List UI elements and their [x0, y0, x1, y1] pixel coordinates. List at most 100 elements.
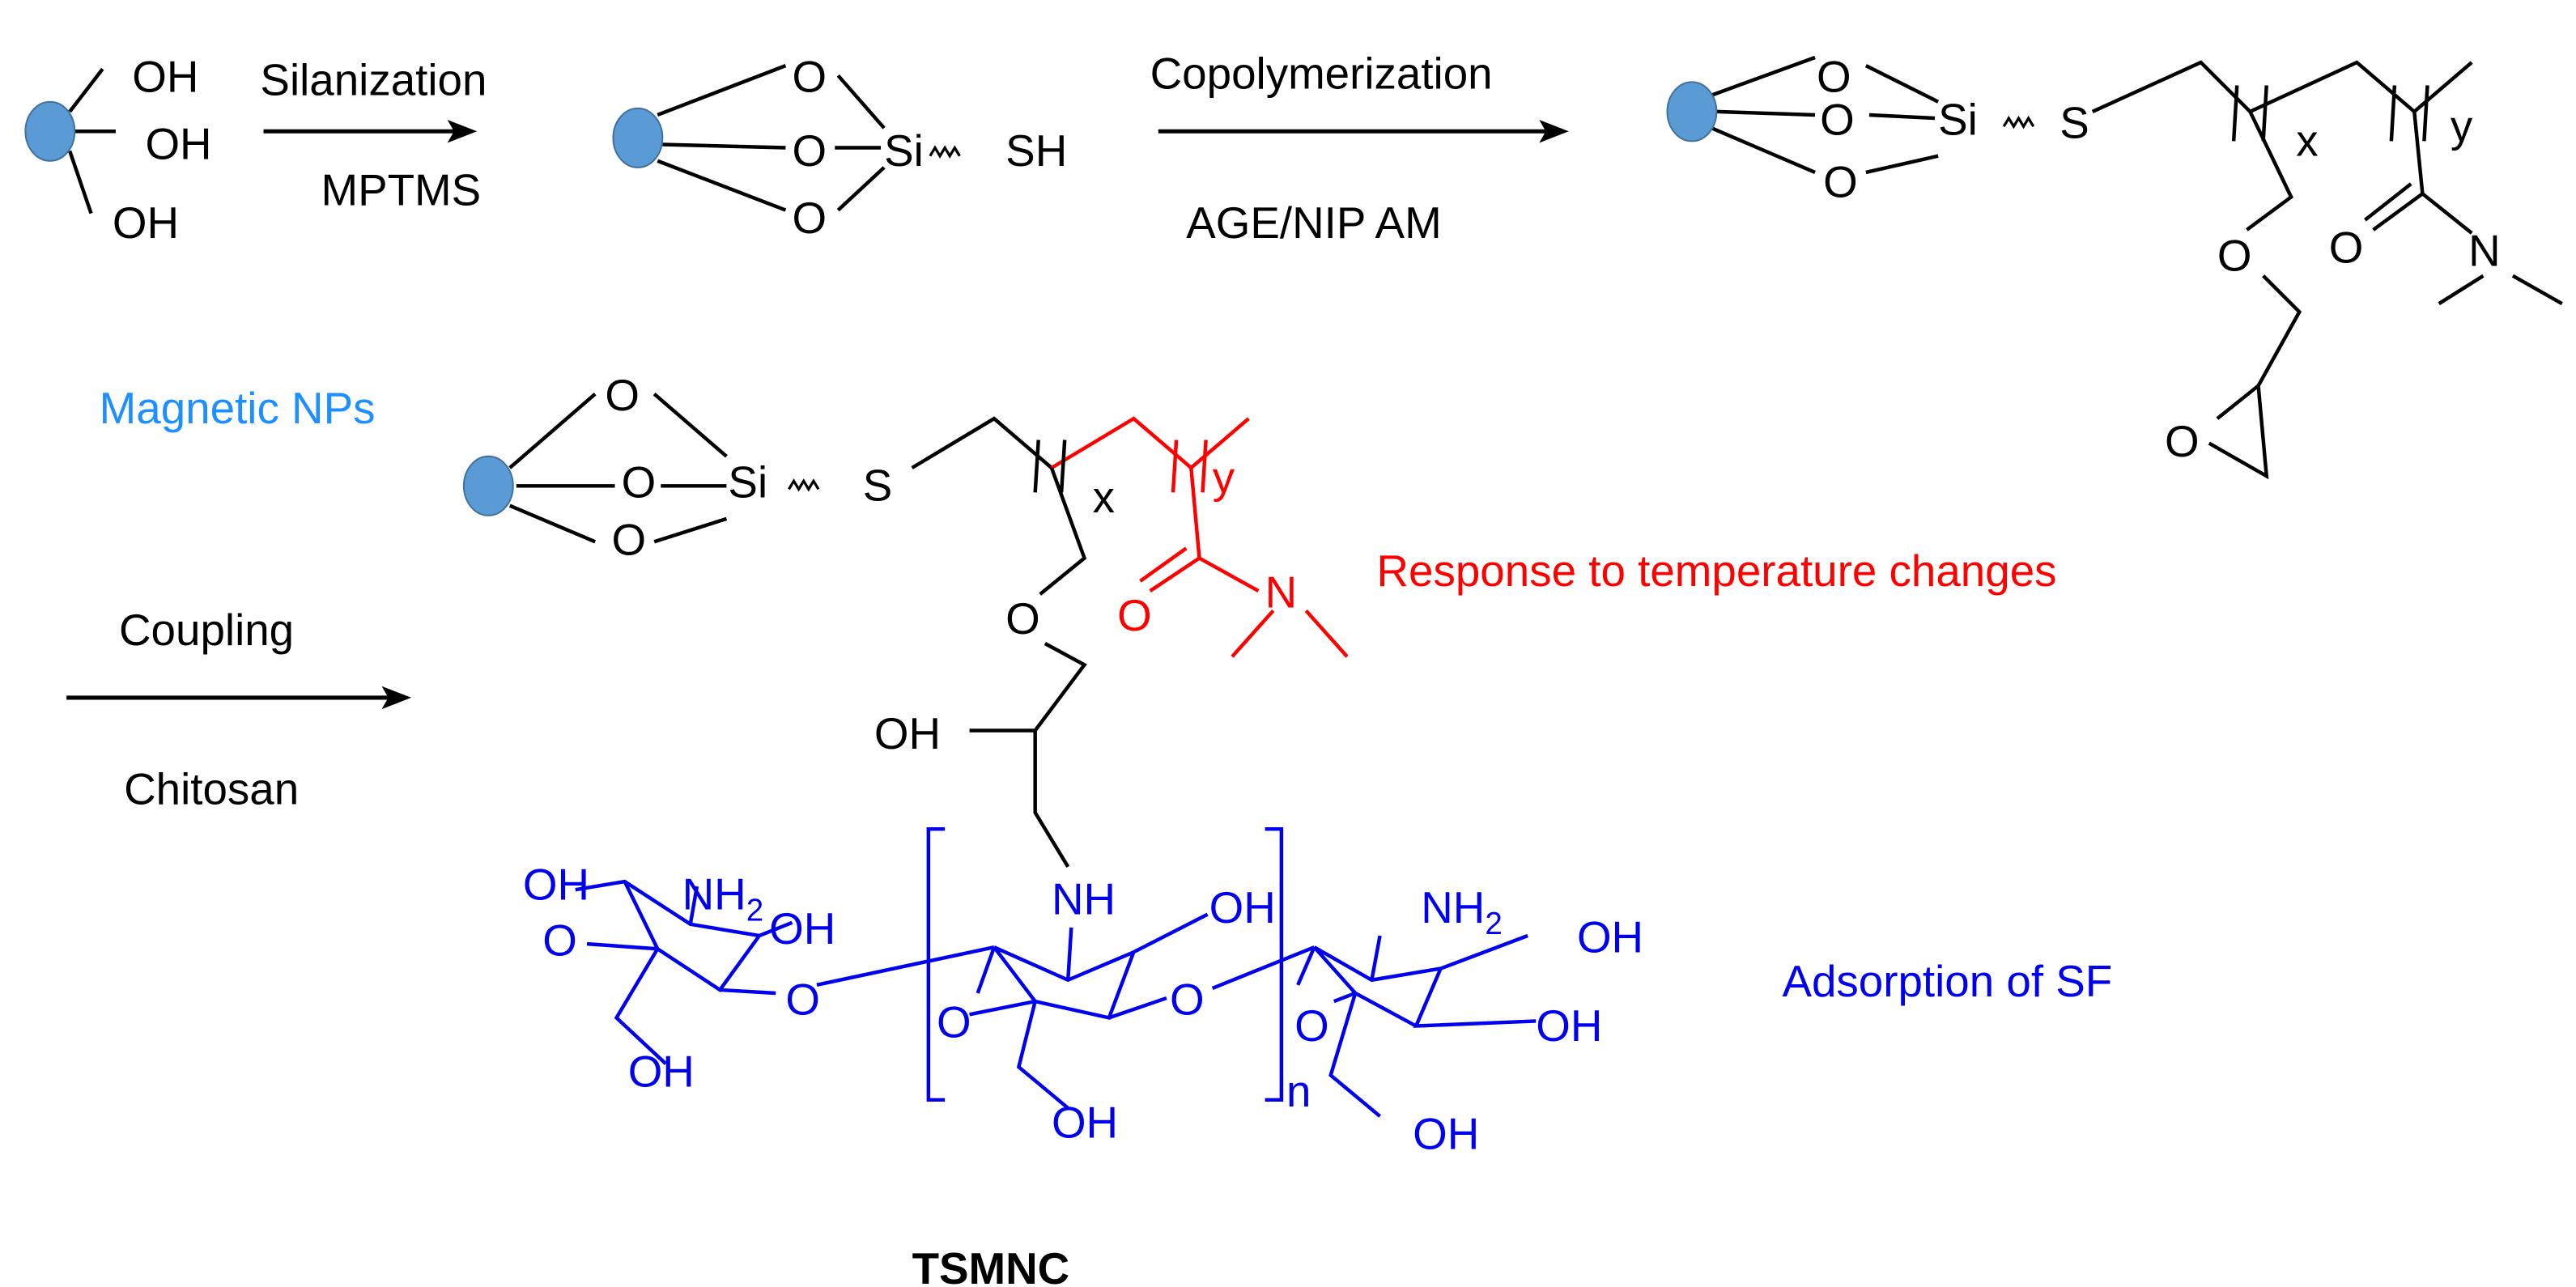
adsorption-label: Adsorption of SF: [1782, 956, 2112, 1006]
atom-o: O: [785, 974, 820, 1024]
magnetic-nps-label: Magnetic NPs: [100, 383, 376, 433]
bond: [1050, 416, 1250, 470]
atom-o: O: [1820, 94, 1855, 144]
bond: [586, 941, 658, 951]
atom-si: Si: [1938, 94, 1978, 144]
wavy-bond: [929, 145, 961, 159]
atom-o: O: [2217, 231, 2252, 281]
bond: [653, 516, 728, 544]
atom-n: N: [1265, 567, 1298, 617]
bond: [2511, 274, 2563, 306]
bond: [1313, 933, 1528, 983]
atom-o: O: [542, 915, 577, 965]
atom-o: O: [1170, 974, 1205, 1024]
bond: [1033, 440, 1040, 493]
atom-oh: OH: [874, 708, 941, 758]
atom-o: O: [622, 457, 657, 508]
bond: [1016, 1000, 1069, 1110]
bond: [1865, 154, 1939, 175]
bond: [68, 150, 93, 214]
arrow-head-icon: [1539, 120, 1569, 143]
magnetic-particle: [24, 100, 76, 162]
bond: [993, 912, 1209, 983]
bond: [1039, 467, 1087, 596]
bond: [614, 948, 667, 1065]
step2-label-top: Copolymerization: [1150, 49, 1493, 99]
bond: [816, 945, 995, 988]
atom-s: S: [2060, 97, 2089, 147]
bond: [2216, 274, 2302, 420]
bond: [2372, 111, 2425, 231]
bond: [657, 159, 787, 212]
atom-o: O: [937, 997, 971, 1047]
atom-o: O: [2165, 416, 2200, 466]
atom-sh: SH: [1005, 125, 1067, 176]
bond: [2246, 110, 2293, 231]
bracket-right: [1265, 826, 1284, 1102]
bond: [1066, 927, 1073, 980]
bond: [1711, 55, 1816, 97]
atom-o: O: [1005, 593, 1040, 644]
atom-oh: OH: [1577, 911, 1643, 962]
atom-oh: OH: [628, 1047, 695, 1097]
bonds: [66, 55, 2563, 1118]
bond: [1296, 946, 1316, 986]
bond: [657, 64, 787, 117]
subscript-x: x: [1093, 472, 1115, 522]
bond: [1108, 996, 1167, 1020]
atom-o: O: [793, 125, 827, 176]
bracket-left: [926, 826, 946, 1102]
magnetic-particle: [462, 455, 514, 516]
bond: [68, 67, 104, 113]
bond: [1413, 967, 1537, 1028]
bond: [1333, 991, 1356, 1004]
bond: [993, 945, 1136, 1020]
bond: [1059, 440, 1067, 493]
bond: [2421, 192, 2473, 235]
product-name: TSMNC: [912, 1243, 1070, 1287]
bond: [1304, 609, 1349, 658]
atom-n: N: [2468, 226, 2501, 276]
atom-oh: OH: [1209, 882, 1276, 932]
atom-o: O: [605, 370, 640, 420]
bond: [1711, 126, 1816, 174]
arrow-head-icon: [447, 120, 478, 143]
bond: [836, 166, 886, 212]
atom-oh: OH: [1052, 1097, 1118, 1147]
atom-o: O: [1117, 590, 1152, 640]
atom-oh: OH: [1413, 1109, 1479, 1159]
bond: [720, 988, 776, 996]
bond: [2438, 274, 2485, 306]
bond: [623, 881, 761, 992]
atom-o: O: [2329, 222, 2364, 272]
atom-si: Si: [728, 457, 767, 508]
atom-nh2: NH2: [682, 869, 764, 928]
bond: [836, 74, 886, 130]
step3-label-bottom: Chitosan: [124, 764, 299, 814]
bond: [2422, 85, 2429, 142]
magnetic-particle: [612, 107, 664, 168]
bond: [1033, 730, 1070, 868]
bond: [2091, 60, 2473, 114]
bond: [2364, 182, 2412, 222]
bond: [662, 142, 786, 150]
bond: [969, 999, 1036, 1017]
arrow-head-icon: [381, 686, 412, 710]
bond: [1231, 609, 1275, 658]
atom-s: S: [863, 461, 893, 511]
atom-o: O: [1817, 52, 1851, 102]
bond: [1198, 556, 1260, 593]
bond: [1328, 992, 1381, 1118]
atom-o: O: [793, 193, 827, 243]
bond: [1868, 113, 1936, 121]
bond: [2208, 385, 2269, 480]
atom-o: O: [1823, 156, 1858, 206]
subscript-n: n: [1286, 1066, 1311, 1116]
subscript-x: x: [2296, 116, 2318, 166]
bond: [1171, 440, 1179, 493]
bond: [1312, 945, 1418, 1028]
wavy-bond: [788, 478, 820, 492]
atom-si: Si: [884, 125, 924, 176]
bond: [969, 642, 1087, 733]
